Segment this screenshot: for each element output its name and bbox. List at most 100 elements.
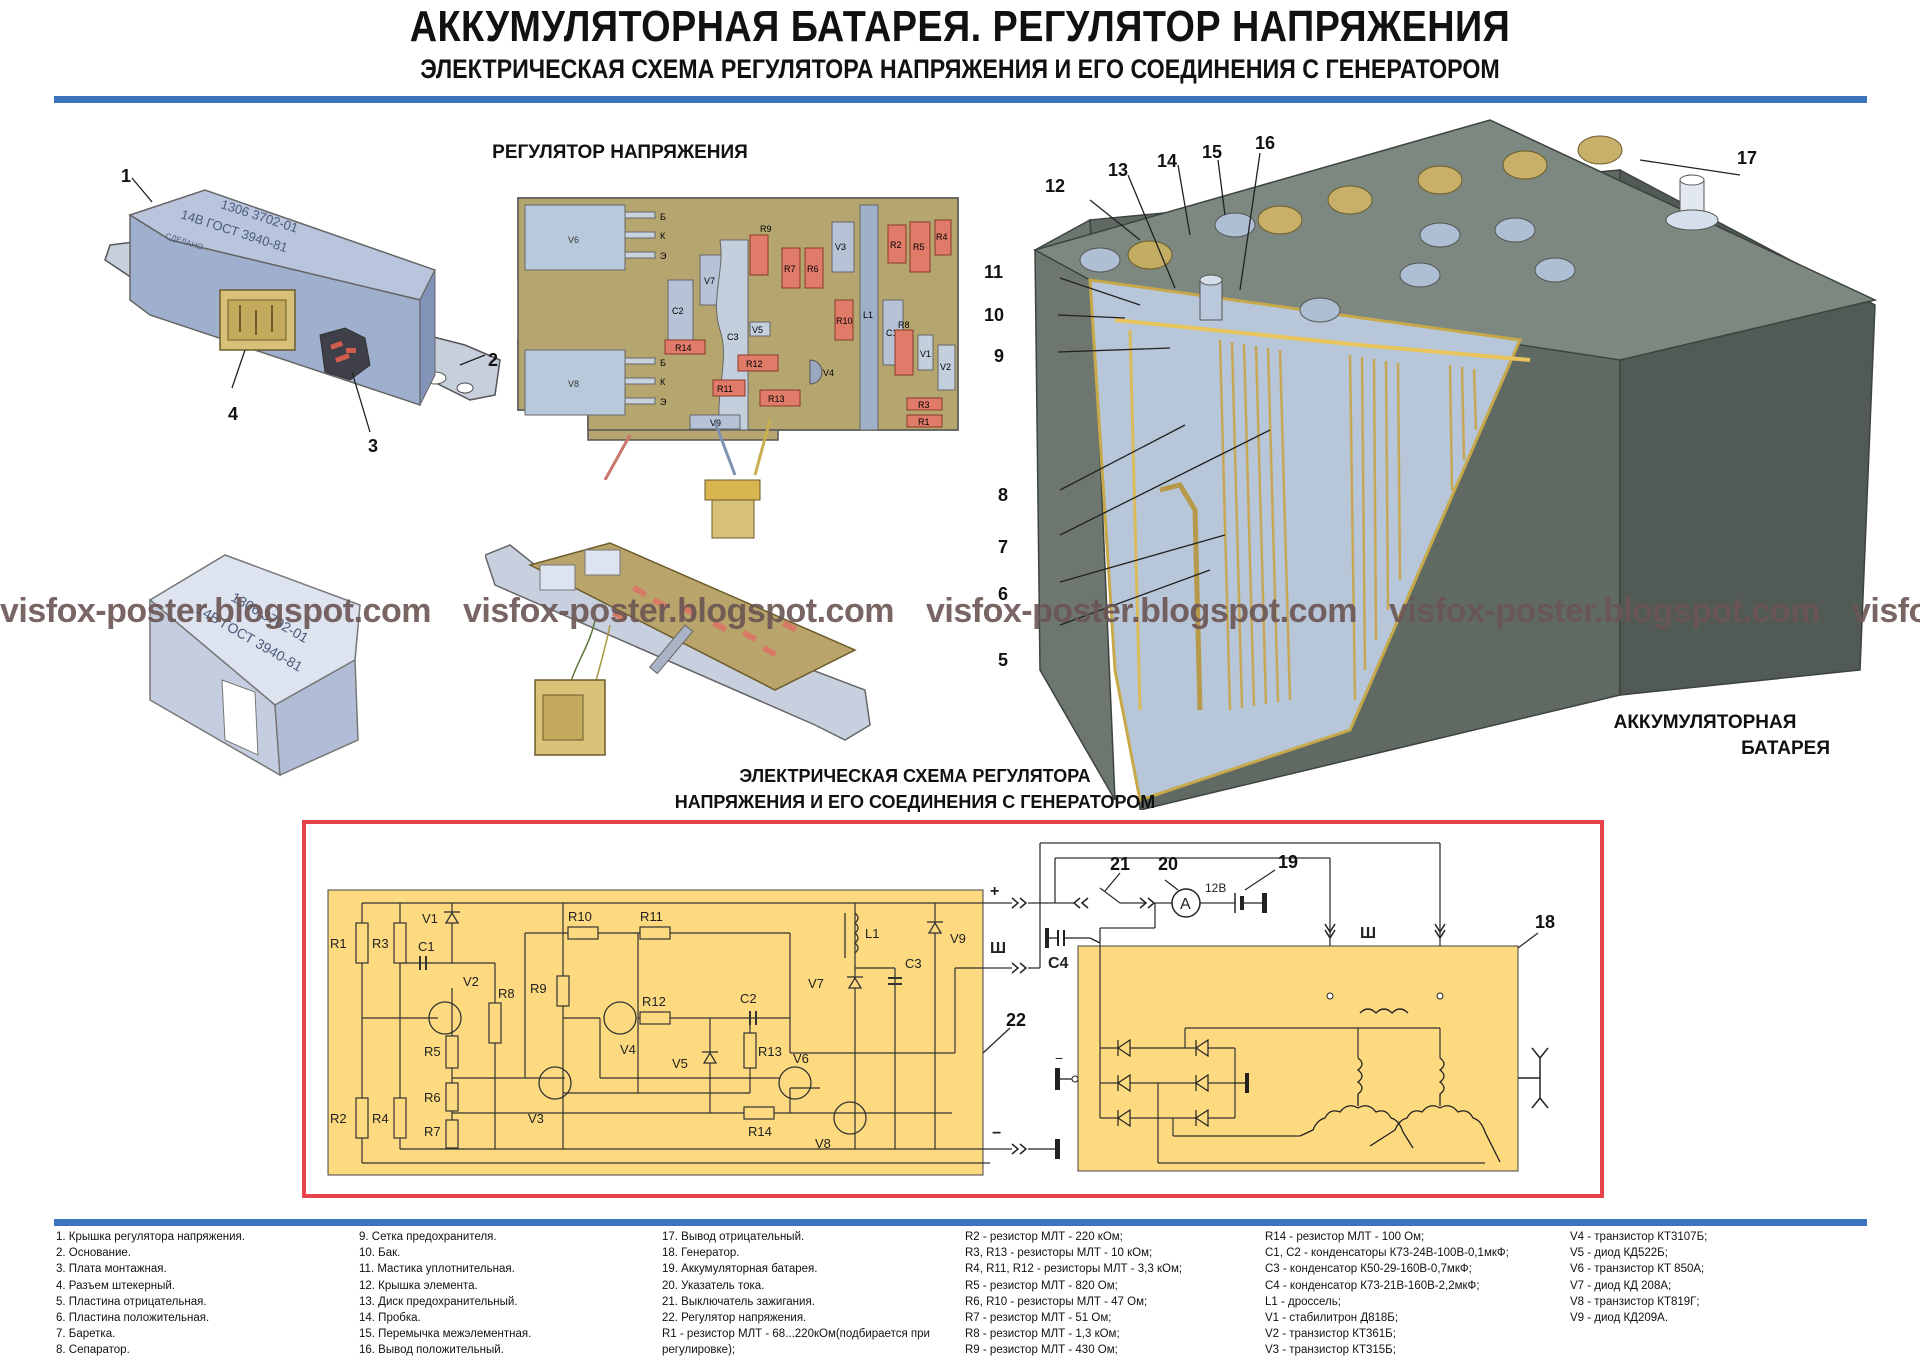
sealing-mastic xyxy=(1114,318,1531,362)
legend-item: R7 - резистор МЛТ - 51 Ом; xyxy=(965,1312,1112,1325)
stator-winding xyxy=(1438,1057,1445,1106)
callout-3: 3 xyxy=(368,436,379,456)
legend-item: 19. Аккумуляторная батарея. xyxy=(662,1263,818,1276)
label-R11: R11 xyxy=(640,909,663,924)
callout-15: 15 xyxy=(1202,142,1223,162)
rectifier-diodes xyxy=(1116,1038,1209,1128)
callout-1: 1 xyxy=(121,166,132,186)
watermark: visfox-poster.blogspot.com xyxy=(926,592,1357,630)
callout-18: 18 xyxy=(1535,912,1555,932)
svg-text:R12: R12 xyxy=(746,359,763,369)
legend-item: 2. Основание. xyxy=(56,1247,131,1260)
label-R2: R2 xyxy=(330,1111,347,1126)
svg-text:R3: R3 xyxy=(918,400,930,410)
label-C1: C1 xyxy=(418,939,435,954)
battery-plates xyxy=(1218,339,1478,711)
label-R4: R4 xyxy=(372,1111,389,1126)
legend-item: 6. Пластина положительная. xyxy=(56,1312,210,1325)
legend-item: 7. Баретка. xyxy=(56,1328,116,1341)
legend-item: 16. Вывод положительный. xyxy=(359,1344,504,1357)
legend-column-2: 9. Сетка предохранителя. 10. Бак. 11. Ма… xyxy=(359,1229,531,1359)
battery-illustration xyxy=(1033,119,1878,810)
label-V8: V8 xyxy=(815,1136,831,1151)
field-winding xyxy=(1359,1008,1409,1014)
legend-item: 10. Бак. xyxy=(359,1247,401,1260)
terminal-plus-label: + xyxy=(990,883,999,900)
label-R10: R10 xyxy=(568,909,592,924)
pulley-symbol xyxy=(1518,1047,1549,1109)
legend-item: 13. Диск предохранительный. xyxy=(359,1295,518,1308)
ammeter-symbol xyxy=(1171,888,1201,918)
legend-item: V1 - стабилитрон Д818Б; xyxy=(1265,1312,1399,1325)
legend-item: V9 - диод КД209А. xyxy=(1570,1312,1669,1325)
assembly-transistor xyxy=(584,549,621,576)
legend-item: R8 - резистор МЛТ - 1,3 кОм; xyxy=(965,1328,1120,1341)
svg-text:V4: V4 xyxy=(823,368,834,378)
svg-text:V7: V7 xyxy=(704,276,715,286)
legend-item: 8. Сепаратор. xyxy=(56,1344,130,1357)
legend-item: V6 - транзистор КТ 850А; xyxy=(1570,1263,1705,1276)
callout-leader xyxy=(231,349,246,389)
legend-item: R1 - резистор МЛТ - 68...220кОм(подбирае… xyxy=(662,1328,930,1341)
battery-jumpers xyxy=(1079,212,1576,323)
legend-item: R2 - резистор МЛТ - 220 кОм; xyxy=(965,1231,1123,1243)
assembly-choke xyxy=(648,624,694,675)
svg-text:V6: V6 xyxy=(568,235,579,245)
legend-item: 20. Указатель тока. xyxy=(662,1279,765,1292)
label-R3: R3 xyxy=(372,936,389,951)
regulator-assembly-illustration xyxy=(485,542,871,756)
regulator-cover-illustration: 1306 3702-01 14В ГОСТ 3940-81 xyxy=(148,554,361,777)
regulator-housing-illustration: 1306 3702-01 14В ГОСТ 3940-81 СДЕЛАНО xyxy=(104,177,501,433)
label-V4: V4 xyxy=(620,1042,636,1057)
terminal-sh-label: Ш xyxy=(990,940,1006,957)
callout-6: 6 xyxy=(998,584,1009,604)
legend-item: V2 - транзистор КТ361Б; xyxy=(1265,1328,1396,1341)
pcb-component xyxy=(524,204,626,271)
stator-winding xyxy=(1356,1057,1363,1106)
callout-9: 9 xyxy=(994,346,1005,366)
legend-item: V5 - диод КД522Б; xyxy=(1570,1247,1668,1260)
battery-caption-line2: БАТАРЕЯ xyxy=(1741,738,1830,759)
svg-text:V8: V8 xyxy=(568,379,579,389)
callout-leader xyxy=(131,177,153,203)
legend-column-6: V4 - транзистор КТ3107Б; V5 - диод КД522… xyxy=(1570,1229,1707,1326)
battery-callout-leaders xyxy=(1057,152,1741,626)
legend-item: 15. Перемычка межэлементная. xyxy=(359,1328,532,1341)
legend-item: 22. Регулятор напряжения. xyxy=(662,1312,807,1325)
mounting-hole xyxy=(456,382,474,394)
legend-item: 17. Вывод отрицательный. xyxy=(662,1231,805,1243)
svg-text:R9: R9 xyxy=(760,224,772,234)
legend-item: регулировке); xyxy=(662,1344,736,1357)
svg-text:Б: Б xyxy=(660,212,666,222)
callout-21: 21 xyxy=(1110,854,1130,874)
label-V5: V5 xyxy=(672,1056,688,1071)
top-divider xyxy=(54,96,1867,103)
terminal-connectors xyxy=(1011,897,1028,1155)
svg-text:C3: C3 xyxy=(727,332,739,342)
circuit-schematic: R1 R3 V1 C1 V2 R8 R5 R6 R7 R2 R4 R9 R10 … xyxy=(302,820,1604,1198)
label-R8: R8 xyxy=(498,986,515,1001)
legend-item: 4. Разъем штекерный. xyxy=(56,1279,175,1292)
resistor-symbols xyxy=(355,922,775,1149)
callout-13: 13 xyxy=(1108,160,1129,180)
legend-item: R6, R10 - резисторы МЛТ - 47 Ом; xyxy=(965,1295,1148,1308)
label-R14: R14 xyxy=(748,1124,772,1139)
cover-cutout xyxy=(221,679,259,756)
callout-12: 12 xyxy=(1045,176,1066,196)
legend-item: 12. Крышка элемента. xyxy=(359,1279,478,1292)
positive-terminal xyxy=(1199,279,1223,321)
watermark: visfox-poster.blogspot.com xyxy=(0,592,431,630)
svg-text:C2: C2 xyxy=(672,306,684,316)
svg-text:C1: C1 xyxy=(886,328,898,338)
legend-item: R14 - резистор МЛТ - 100 Ом; xyxy=(1265,1231,1425,1243)
svg-text:R10: R10 xyxy=(836,316,853,326)
callout-11: 11 xyxy=(984,262,1004,282)
label-R7: R7 xyxy=(424,1124,441,1139)
label-V3: V3 xyxy=(528,1111,544,1126)
label-L1: L1 xyxy=(865,926,879,941)
callout-5: 5 xyxy=(998,650,1009,670)
callout-4: 4 xyxy=(228,404,239,424)
c4-ground xyxy=(1045,928,1049,948)
field-label: Ш xyxy=(1360,925,1376,942)
svg-text:V5: V5 xyxy=(752,325,763,335)
